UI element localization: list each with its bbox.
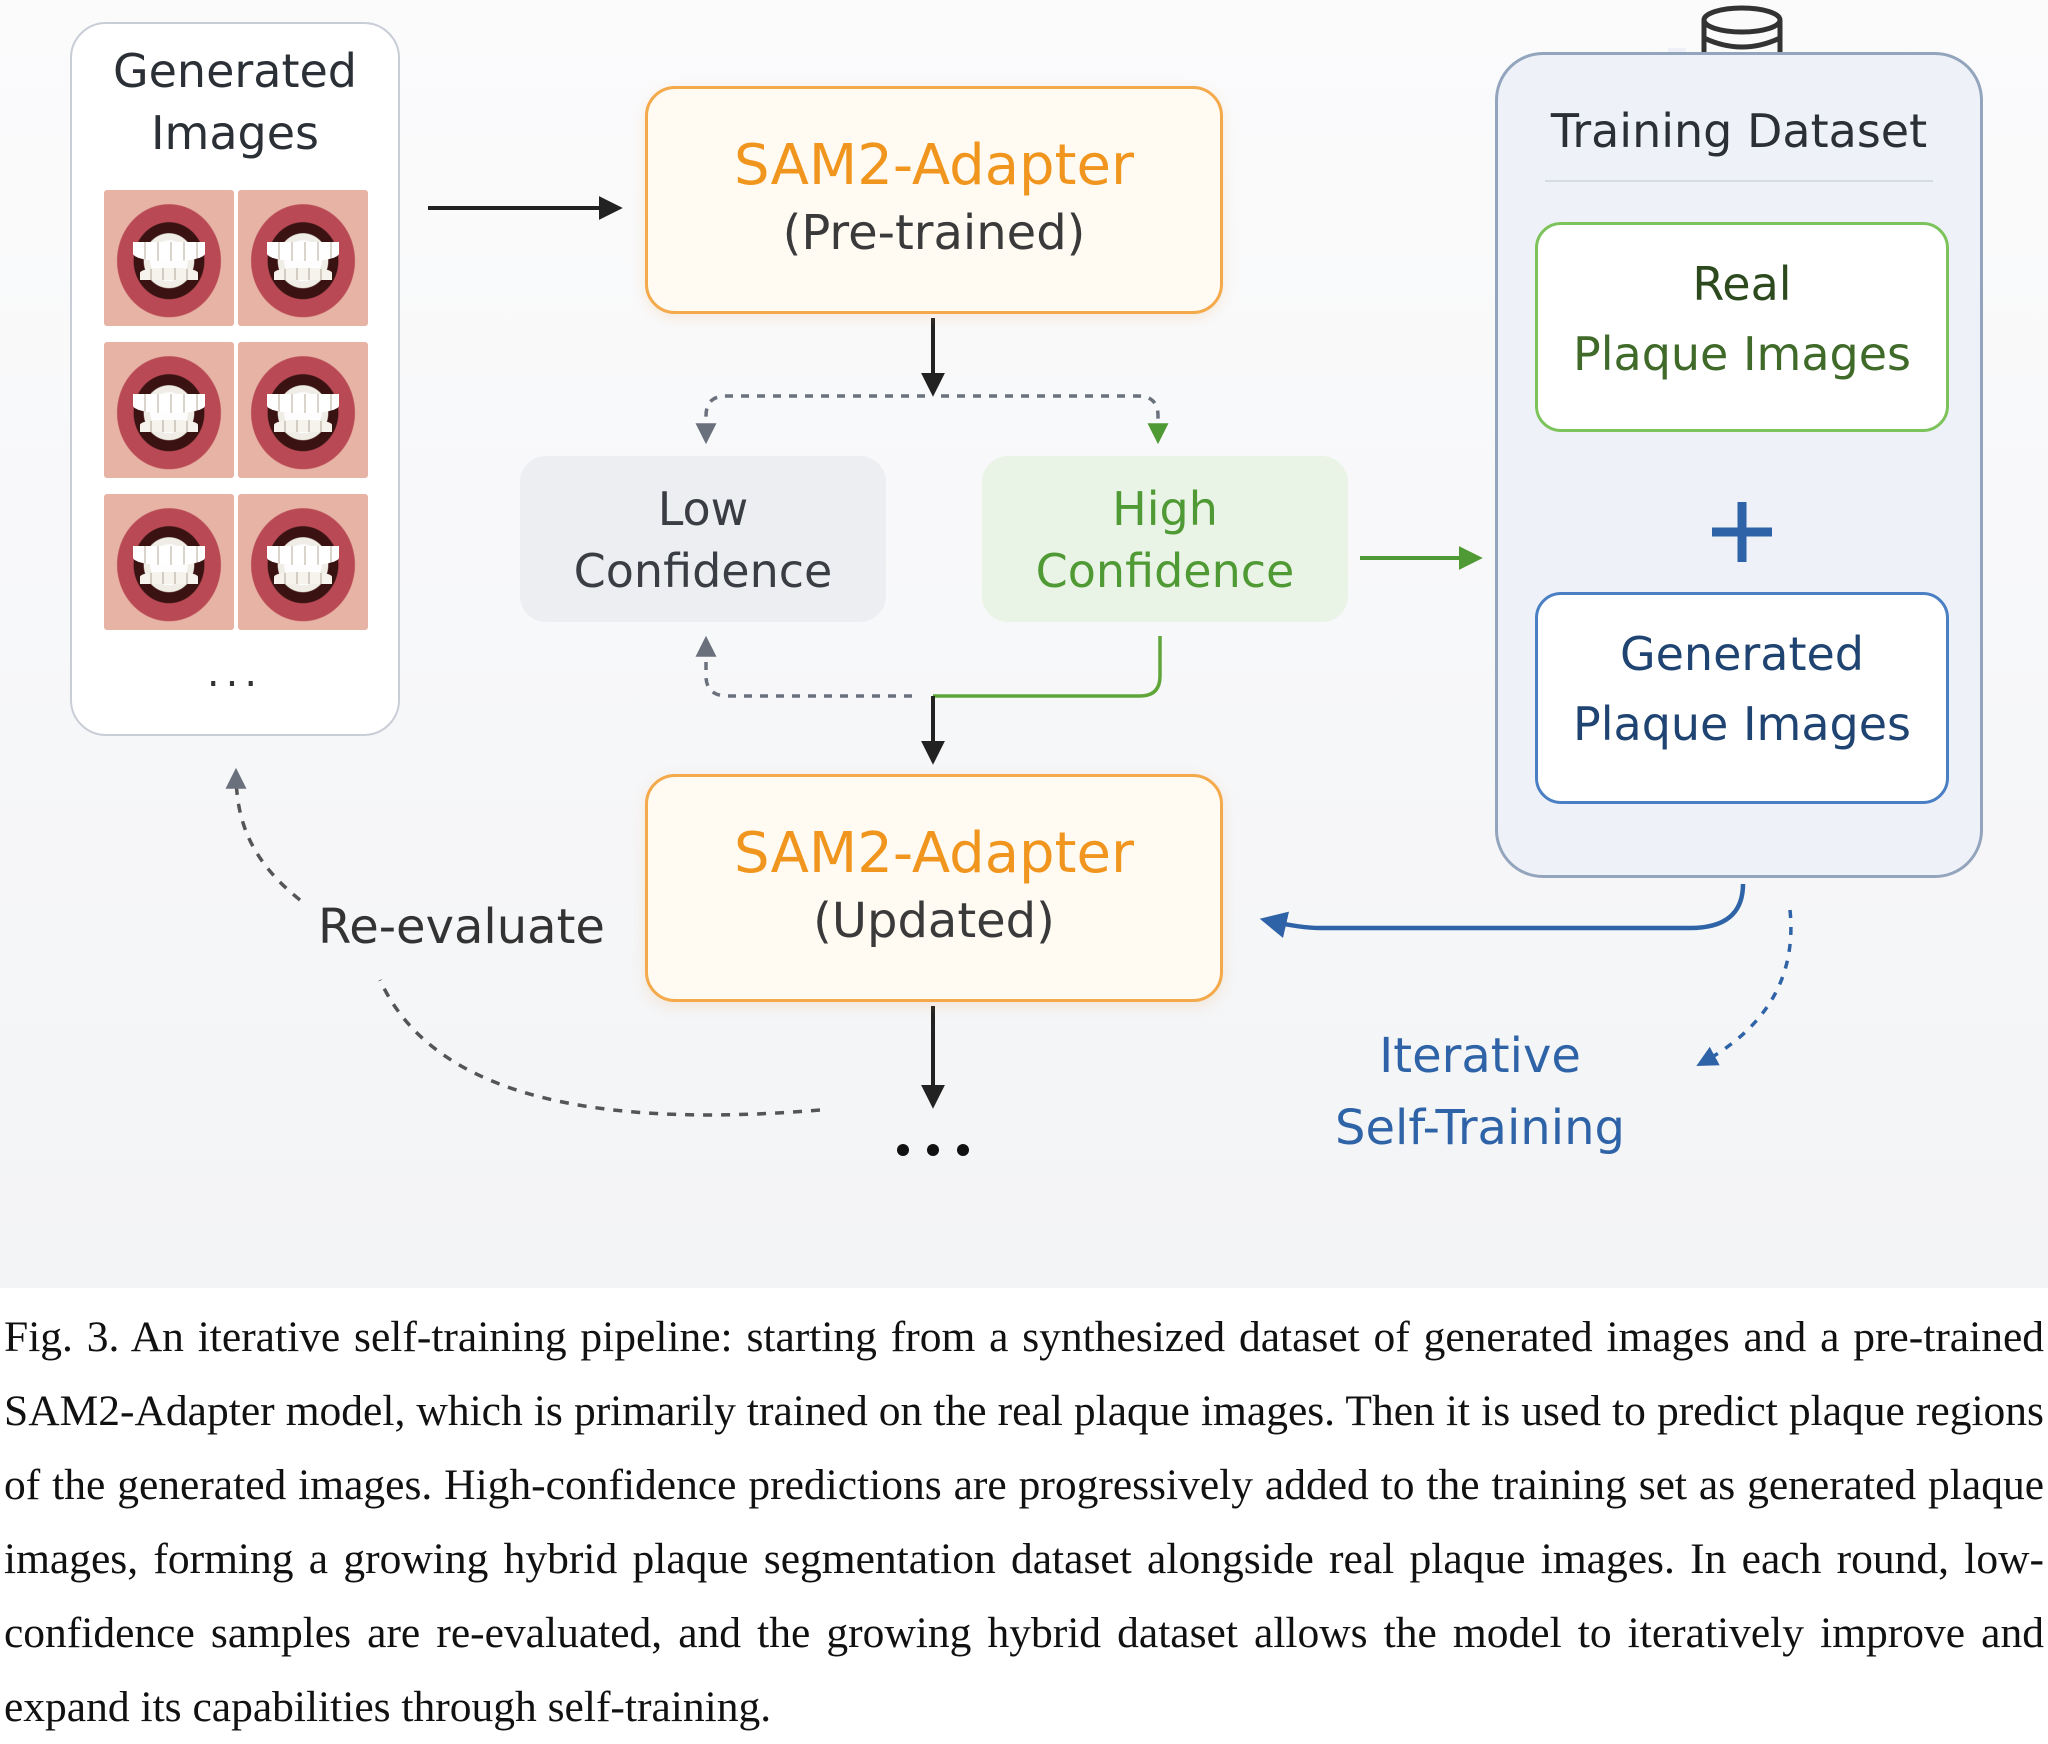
generated-images-title-line1: Generated — [112, 44, 358, 98]
high-confidence-line2: Confidence — [1035, 544, 1295, 598]
low-confidence-line1: Low — [657, 482, 749, 536]
arrow-dataset-to-updated — [1259, 883, 1746, 938]
generated-images-ellipsis: ... — [206, 650, 264, 696]
generated-plaque-images-box: Generated Plaque Images — [1535, 592, 1949, 804]
model-updated-subtitle: (Updated) — [813, 893, 1055, 949]
real-plaque-line2: Plaque Images — [1572, 327, 1911, 381]
training-dataset-title: Training Dataset — [1550, 104, 1928, 158]
high-confidence-box: High Confidence — [982, 456, 1348, 622]
split-to-low — [695, 394, 925, 445]
plus-icon — [1712, 502, 1772, 562]
merge-to-low — [695, 635, 912, 698]
reevaluate-label: Re-evaluate — [318, 899, 605, 955]
high-to-merge — [933, 636, 1162, 698]
generated-image-thumbnail — [238, 494, 368, 630]
generated-image-thumbnail — [238, 342, 368, 478]
generated-image-thumbnail — [238, 190, 368, 326]
real-plaque-images-box: Real Plaque Images — [1535, 222, 1949, 432]
generated-image-thumbnail — [104, 190, 234, 326]
generated-image-thumbnail — [104, 342, 234, 478]
generated-images-title-line2: Images — [150, 106, 320, 160]
figure-caption: Fig. 3. An iterative self-training pipel… — [4, 1313, 2044, 1731]
split-to-high — [941, 394, 1169, 445]
model-updated-box: SAM2-Adapter (Updated) — [645, 774, 1223, 1002]
model-pretrained-box: SAM2-Adapter (Pre-trained) — [645, 86, 1223, 314]
pipeline-diagram: Generated Images ... SAM2-Adapter (Pre-t… — [0, 0, 2048, 1288]
plus-sign — [1700, 490, 1784, 574]
iterative-self-training-label: Iterative Self-Training — [1280, 1020, 1680, 1164]
generated-images-title: Generated Images — [70, 40, 400, 164]
training-dataset-divider — [1545, 180, 1933, 182]
iterative-dotted-arrow — [1696, 909, 1793, 1066]
model-updated-title: SAM2-Adapter — [734, 821, 1134, 886]
iterative-line1: Iterative — [1379, 1028, 1581, 1084]
high-confidence-line1: High — [1112, 482, 1218, 536]
model-pretrained-title: SAM2-Adapter — [734, 133, 1134, 198]
reevaluate-dashed-curve-top — [225, 767, 302, 902]
low-confidence-line2: Confidence — [573, 544, 833, 598]
model-pretrained-subtitle: (Pre-trained) — [782, 205, 1086, 261]
reevaluate-dashed-curve — [378, 979, 821, 1117]
bottom-ellipsis — [897, 1144, 969, 1156]
generated-plaque-line2: Plaque Images — [1572, 697, 1911, 751]
low-confidence-box: Low Confidence — [520, 456, 886, 622]
real-plaque-line1: Real — [1692, 257, 1792, 311]
generated-plaque-line1: Generated — [1619, 627, 1865, 681]
iterative-line2: Self-Training — [1335, 1100, 1625, 1156]
generated-image-thumbnail — [104, 494, 234, 630]
